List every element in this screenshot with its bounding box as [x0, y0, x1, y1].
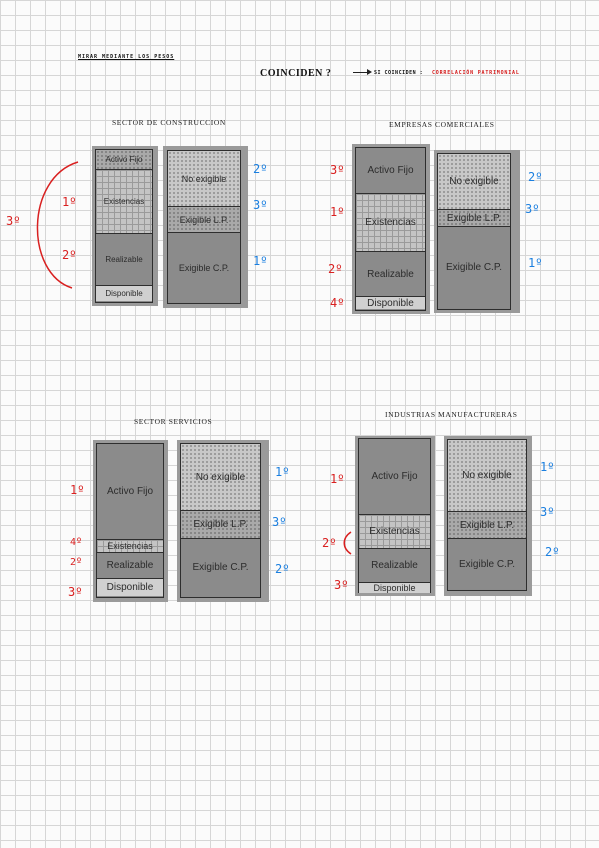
- liability-cell: Exigible C.P.: [168, 233, 240, 302]
- asset-cell: Disponible: [356, 297, 425, 309]
- red-rank-mark: 1º: [70, 483, 85, 497]
- assets-column: Activo Fijo Existencias Realizable Dispo…: [95, 149, 153, 303]
- liability-cell: No exigible: [448, 440, 526, 512]
- asset-cell: Activo Fijo: [97, 444, 163, 540]
- asset-cell: Realizable: [97, 553, 163, 579]
- liabilities-photo: No exigible Exigible L.P. Exigible C.P.: [163, 146, 248, 308]
- red-rank-mark: 4º: [330, 296, 345, 310]
- instruction-note: MIRAR MEDIANTE LOS PESOS: [78, 54, 175, 60]
- liability-cell: Exigible L.P.: [448, 512, 526, 539]
- answer-prefix: SI COINCIDEN :: [374, 70, 424, 76]
- page-title: COINCIDEN ?: [260, 68, 332, 79]
- asset-cell: Disponible: [359, 583, 430, 593]
- blue-rank-mark: 1º: [275, 465, 290, 479]
- asset-cell: Activo Fijo: [359, 439, 430, 515]
- liability-cell: Exigible L.P.: [168, 207, 240, 233]
- asset-cell: Existencias: [96, 170, 152, 234]
- assets-photo: Activo Fijo Existencias Realizable Dispo…: [352, 144, 430, 314]
- section-title: INDUSTRIAS MANUFACTURERAS: [385, 410, 518, 419]
- liabilities-column: No exigible Exigible L.P. Exigible C.P.: [447, 439, 527, 591]
- asset-cell: Realizable: [359, 549, 430, 583]
- red-rank-mark: 3º: [330, 163, 345, 177]
- liability-cell: Exigible L.P.: [438, 210, 510, 227]
- asset-cell: Existencias: [356, 194, 425, 252]
- blue-rank-mark: 1º: [528, 256, 543, 270]
- red-rank-mark: 4º: [70, 537, 83, 548]
- blue-rank-mark: 3º: [253, 198, 268, 212]
- section-title: SECTOR SERVICIOS: [134, 417, 213, 426]
- red-rank-mark: 3º: [6, 214, 21, 228]
- liability-cell: Exigible C.P.: [181, 539, 260, 596]
- assets-column: Activo Fijo Existencias Realizable Dispo…: [358, 438, 431, 593]
- red-rank-mark: 1º: [62, 195, 77, 209]
- bracket-mark: [36, 161, 79, 289]
- answer-highlight: CORRELACIÓN PATRIMONIAL: [432, 70, 520, 76]
- liabilities-column: No exigible Exigible L.P. Exigible C.P.: [180, 443, 261, 598]
- asset-cell: Existencias: [359, 515, 430, 549]
- liabilities-photo: No exigible Exigible L.P. Exigible C.P.: [434, 150, 520, 313]
- blue-rank-mark: 3º: [272, 515, 287, 529]
- asset-cell: Realizable: [96, 234, 152, 286]
- blue-rank-mark: 2º: [275, 562, 290, 576]
- liability-cell: No exigible: [181, 444, 260, 511]
- liabilities-photo: No exigible Exigible L.P. Exigible C.P.: [444, 436, 532, 596]
- liabilities-column: No exigible Exigible L.P. Exigible C.P.: [167, 150, 241, 304]
- paren-mark: [343, 531, 352, 555]
- red-rank-mark: 2º: [62, 248, 77, 262]
- asset-cell: Disponible: [97, 579, 163, 596]
- asset-cell: Existencias: [97, 540, 163, 553]
- asset-cell: Realizable: [356, 252, 425, 297]
- blue-rank-mark: 2º: [545, 545, 560, 559]
- assets-photo: Activo Fijo Existencias Realizable Dispo…: [93, 440, 168, 602]
- red-rank-mark: 1º: [330, 472, 345, 486]
- red-rank-mark: 3º: [68, 585, 83, 599]
- blue-rank-mark: 1º: [253, 254, 268, 268]
- assets-column: Activo Fijo Existencias Realizable Dispo…: [96, 443, 164, 598]
- liability-cell: Exigible L.P.: [181, 511, 260, 539]
- liability-cell: No exigible: [438, 154, 510, 210]
- assets-column: Activo Fijo Existencias Realizable Dispo…: [355, 147, 426, 311]
- assets-photo: Activo Fijo Existencias Realizable Dispo…: [92, 146, 158, 306]
- asset-cell: Activo Fijo: [356, 148, 425, 194]
- section-title: SECTOR DE CONSTRUCCION: [112, 118, 226, 127]
- arrow-icon: [353, 69, 372, 75]
- blue-rank-mark: 1º: [540, 460, 555, 474]
- liability-cell: Exigible C.P.: [448, 539, 526, 589]
- asset-cell: Activo Fijo: [96, 150, 152, 170]
- red-rank-mark: 3º: [334, 578, 349, 592]
- liability-cell: No exigible: [168, 151, 240, 207]
- asset-cell: Disponible: [96, 286, 152, 301]
- red-rank-mark: 2º: [328, 262, 343, 276]
- blue-rank-mark: 3º: [525, 202, 540, 216]
- liabilities-column: No exigible Exigible L.P. Exigible C.P.: [437, 153, 511, 310]
- liabilities-photo: No exigible Exigible L.P. Exigible C.P.: [177, 440, 269, 602]
- assets-photo: Activo Fijo Existencias Realizable Dispo…: [355, 436, 435, 596]
- blue-rank-mark: 3º: [540, 505, 555, 519]
- blue-rank-mark: 2º: [253, 162, 268, 176]
- liability-cell: Exigible C.P.: [438, 227, 510, 308]
- red-rank-mark: 2º: [70, 557, 83, 568]
- red-rank-mark: 1º: [330, 205, 345, 219]
- red-rank-mark: 2º: [322, 536, 337, 550]
- section-title: EMPRESAS COMERCIALES: [389, 120, 495, 129]
- blue-rank-mark: 2º: [528, 170, 543, 184]
